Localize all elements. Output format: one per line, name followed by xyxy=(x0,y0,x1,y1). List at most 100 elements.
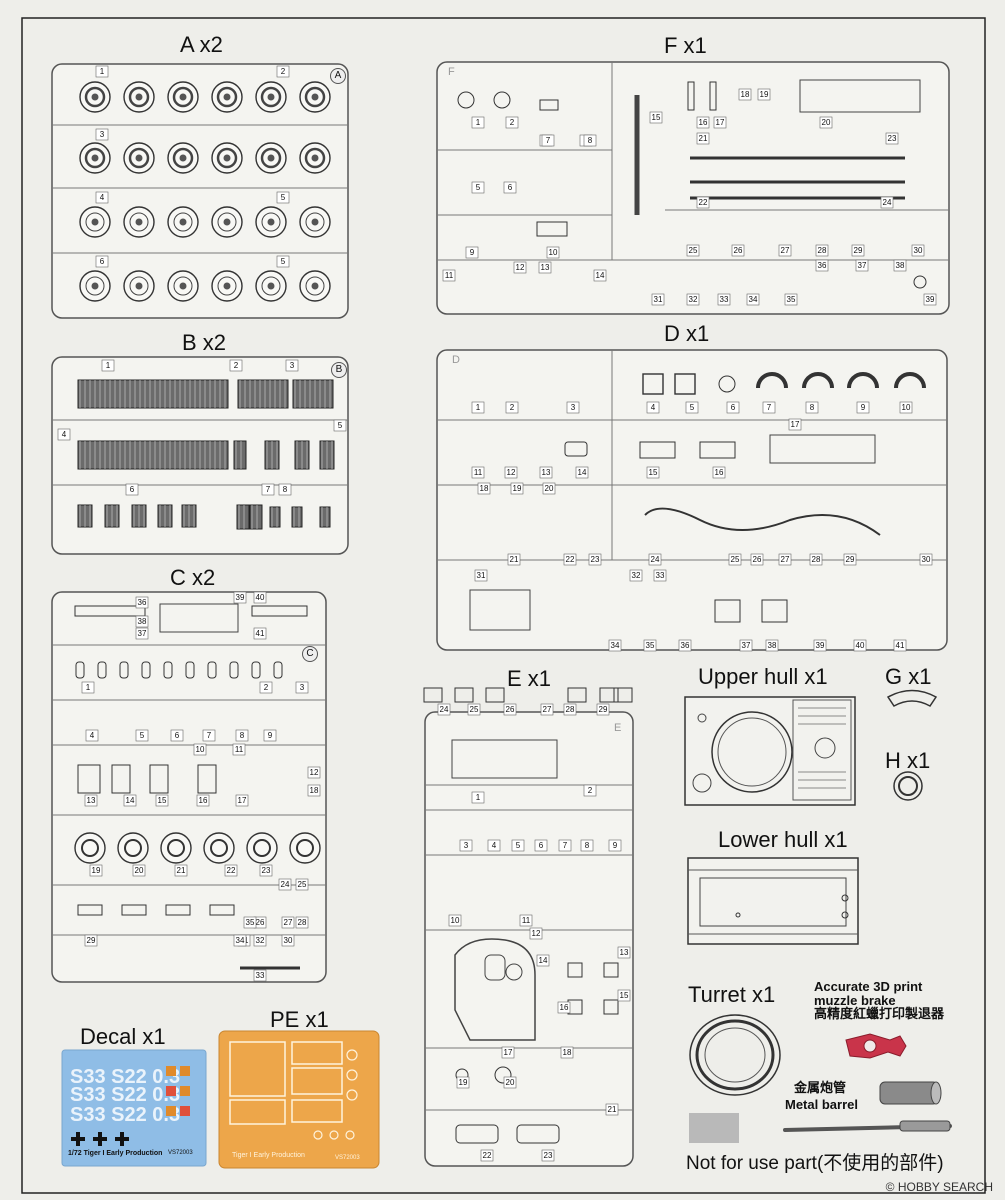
part-number: 25 xyxy=(295,878,309,891)
svg-text:1: 1 xyxy=(106,361,111,370)
svg-text:1: 1 xyxy=(100,67,105,76)
lower-hull-drawing xyxy=(687,857,859,945)
pe-label: PE x1 xyxy=(270,1007,329,1032)
part-number: 17 xyxy=(501,1046,515,1059)
part-number: 17 xyxy=(235,794,249,807)
part-number: 1 xyxy=(471,791,485,804)
svg-text:5: 5 xyxy=(516,841,521,850)
svg-text:11: 11 xyxy=(522,916,531,925)
part-number: 19 xyxy=(510,482,524,495)
part-number: 34 xyxy=(233,934,247,947)
svg-text:8: 8 xyxy=(283,485,288,494)
track-run xyxy=(131,504,147,528)
decal-code-id: VS72003 xyxy=(168,1150,193,1156)
sprue-a-letter: A xyxy=(330,68,346,84)
part-number: 3 xyxy=(285,359,299,372)
svg-text:22: 22 xyxy=(483,1151,492,1160)
svg-text:7: 7 xyxy=(266,485,271,494)
svg-text:17: 17 xyxy=(504,1048,513,1057)
part-number: 7 xyxy=(558,839,572,852)
part-number: 1 xyxy=(95,65,109,78)
part-number: 5 xyxy=(333,419,347,432)
svg-text:21: 21 xyxy=(608,1105,617,1114)
svg-text:1: 1 xyxy=(476,118,481,127)
svg-text:26: 26 xyxy=(753,555,762,564)
part-number: 3 xyxy=(459,839,473,852)
part-number: 39 xyxy=(233,591,247,604)
svg-text:19: 19 xyxy=(513,484,522,493)
track-run xyxy=(104,504,120,528)
part-number: 32 xyxy=(629,569,643,582)
svg-text:22: 22 xyxy=(566,555,575,564)
svg-text:32: 32 xyxy=(689,295,698,304)
part-number: 19 xyxy=(757,88,771,101)
part-number: 7 xyxy=(762,401,776,414)
svg-text:27: 27 xyxy=(781,555,790,564)
part-number: 21 xyxy=(507,553,521,566)
track-run xyxy=(292,379,334,409)
part-number: 37 xyxy=(739,639,753,652)
svg-text:1: 1 xyxy=(86,683,91,692)
svg-text:30: 30 xyxy=(284,936,293,945)
part-number: 9 xyxy=(465,246,479,259)
svg-text:6: 6 xyxy=(175,731,180,740)
svg-text:13: 13 xyxy=(542,468,551,477)
track-run xyxy=(77,440,229,470)
part-number: 16 xyxy=(557,1001,571,1014)
svg-text:6: 6 xyxy=(731,403,736,412)
track-run xyxy=(319,506,331,528)
watermark: © HOBBY SEARCH xyxy=(885,1180,993,1194)
svg-text:21: 21 xyxy=(177,866,186,875)
part-number: 12 xyxy=(513,261,527,274)
part-number: 31 xyxy=(474,569,488,582)
svg-text:36: 36 xyxy=(818,261,827,270)
part-number: 11 xyxy=(471,466,485,479)
svg-text:39: 39 xyxy=(236,593,245,602)
svg-text:5: 5 xyxy=(281,193,286,202)
svg-text:35: 35 xyxy=(646,641,655,650)
sprue-b-title: B x2 xyxy=(182,330,227,355)
svg-text:28: 28 xyxy=(812,555,821,564)
svg-text:24: 24 xyxy=(651,555,660,564)
svg-text:14: 14 xyxy=(578,468,587,477)
decal-crosses xyxy=(71,1132,129,1146)
part-number: 30 xyxy=(281,934,295,947)
part-number: 24 xyxy=(278,878,292,891)
svg-text:23: 23 xyxy=(591,555,600,564)
svg-text:3: 3 xyxy=(300,683,305,692)
sprue-d-title: D x1 xyxy=(664,321,710,346)
road-wheel xyxy=(255,270,287,302)
part-number: 2 xyxy=(505,116,519,129)
part-number: 35 xyxy=(784,293,798,306)
part-number: 18 xyxy=(560,1046,574,1059)
part-number: 5 xyxy=(276,191,290,204)
svg-text:23: 23 xyxy=(544,1151,553,1160)
svg-text:2: 2 xyxy=(281,67,286,76)
part-number: 11 xyxy=(232,743,246,756)
part-number: 9 xyxy=(608,839,622,852)
part-number: 5 xyxy=(685,401,699,414)
svg-text:18: 18 xyxy=(310,786,319,795)
part-number: 38 xyxy=(135,615,149,628)
part-number: 41 xyxy=(893,639,907,652)
road-wheel xyxy=(167,142,199,174)
road-wheel xyxy=(299,270,331,302)
svg-text:17: 17 xyxy=(716,118,725,127)
part-number: 22 xyxy=(563,553,577,566)
svg-text:29: 29 xyxy=(854,246,863,255)
sprue-e-title: E x1 xyxy=(507,666,552,691)
svg-text:34: 34 xyxy=(611,641,620,650)
svg-text:15: 15 xyxy=(620,991,629,1000)
part-number: 32 xyxy=(686,293,700,306)
svg-text:6: 6 xyxy=(130,485,135,494)
svg-text:25: 25 xyxy=(731,555,740,564)
svg-text:18: 18 xyxy=(741,90,750,99)
decal-code-row: S33 S22 0.3 xyxy=(70,1084,180,1106)
svg-text:31: 31 xyxy=(654,295,663,304)
part-number: 20 xyxy=(503,1076,517,1089)
svg-text:26: 26 xyxy=(734,246,743,255)
svg-text:25: 25 xyxy=(689,246,698,255)
part-number: 29 xyxy=(84,934,98,947)
part-number: 8 xyxy=(805,401,819,414)
